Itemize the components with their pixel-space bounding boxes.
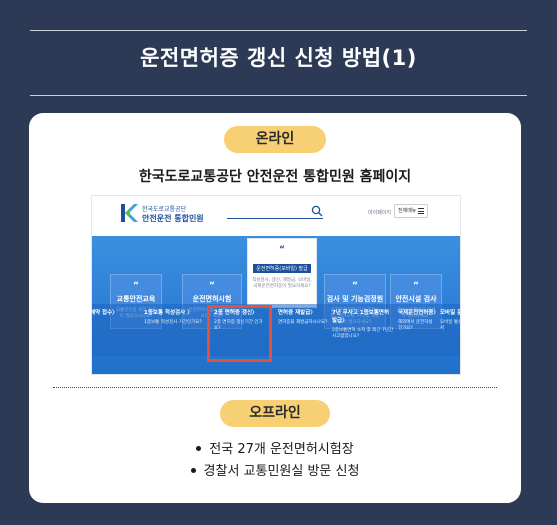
quick-menu-item[interactable]: 면허증 재발급〉 면허증을 재발급하시나요?	[278, 308, 328, 326]
hamburger-icon	[418, 208, 424, 214]
quick-menu-item[interactable]: 7년 무사고 1종보통면허 발급〉 2종보통면허 소지 후 최근 7년간 사고없…	[332, 308, 394, 340]
offline-list: 전국 27개 운전면허시험장 경찰서 교통민원실 방문 신청	[29, 439, 521, 483]
quick-menu-item[interactable]: 국제운전면허증〉 해외에서 운전하실 건가요?	[398, 308, 439, 332]
quick-menu-title: 예약 접수〉	[91, 310, 118, 316]
quick-menu-desc: 면허증을 재발급하시나요?	[278, 320, 328, 325]
list-item-text: 전국 27개 운전면허시험장	[209, 442, 354, 457]
site-title: 한국도로교통공단 안전운전 통합민원 홈페이지	[138, 169, 412, 185]
tile-tag: 운전면허증(모바일) 발급	[253, 264, 311, 273]
quick-menu-item[interactable]: 1종보통 적성검사 〉 1종보통 적성검사 기간인가요?	[144, 308, 202, 326]
bullet-icon	[196, 446, 202, 451]
quick-menu-desc: 1종보통 적성검사 기간인가요?	[144, 320, 202, 325]
koroad-logo-icon	[121, 204, 138, 222]
mypage-link[interactable]: 마이페이지	[368, 210, 392, 216]
quick-menu-strip	[92, 304, 460, 356]
total-menu-label: 전체메뉴	[398, 208, 417, 214]
quote-icon: “	[133, 281, 139, 291]
quote-icon: “	[279, 245, 285, 255]
total-menu-button[interactable]: 전체메뉴	[394, 204, 428, 218]
tile-title: 교통안전교육	[116, 295, 156, 303]
quick-menu-item[interactable]: 예약 접수〉	[91, 308, 118, 320]
quote-icon: “	[209, 281, 215, 291]
quick-menu-title: 1종보통 적성검사 〉	[144, 310, 193, 316]
title-divider	[30, 95, 527, 96]
online-badge: 온라인	[224, 126, 326, 153]
quick-menu-desc: 해외에서 운전하실 건가요?	[398, 320, 433, 331]
tile-license-issue[interactable]: “ 운전면허증(모바일) 발급 적성검사, 갱신, 재발급, 모바일, 국제운전…	[247, 238, 317, 308]
list-item-text: 경찰서 교통민원실 방문 신청	[203, 464, 360, 479]
quick-menu-title: 7년 무사고 1종보통면허 발급〉	[332, 310, 390, 324]
quick-menu-title: 국제운전면허증〉	[398, 310, 439, 316]
offline-badge: 오프라인	[220, 400, 330, 427]
quick-menu-item[interactable]: 모바일 운전 모바일 통신에서	[440, 308, 460, 332]
top-divider	[30, 30, 527, 31]
tile-title: 운전면허시험	[192, 295, 232, 303]
page-title: 운전면허증 갱신 신청 방법(1)	[140, 46, 417, 70]
quick-menu-desc: 2종보통면허 소지 후 최근 7년간 사고없었나요?	[332, 328, 394, 339]
search-icon[interactable]	[311, 205, 323, 217]
logo-service-name: 안전운전 통합민원	[142, 214, 204, 223]
website-screenshot: 한국도로교통공단 안전운전 통합민원 마이페이지 전체메뉴 “ 교통안전교육 교…	[91, 195, 461, 375]
quick-menu-desc: 2종 면허증 갱신기간 인가요?	[214, 320, 263, 331]
search-input[interactable]	[227, 218, 323, 219]
quote-icon: “	[413, 281, 419, 291]
list-item: 전국 27개 운전면허시험장	[29, 439, 521, 461]
list-item: 경찰서 교통민원실 방문 신청	[29, 461, 521, 483]
tile-title: 안전시설 검사	[395, 295, 437, 303]
quick-menu-title: 모바일 운전	[440, 310, 460, 316]
section-divider	[53, 387, 497, 388]
quick-menu-title: 2종 면허증 갱신〉	[214, 310, 258, 316]
content-card: 온라인 한국도로교통공단 안전운전 통합민원 홈페이지 한국도로교통공단 안전운…	[29, 113, 521, 503]
site-header: 한국도로교통공단 안전운전 통합민원 마이페이지 전체메뉴	[92, 196, 460, 236]
quick-menu-desc: 모바일 통신에서	[440, 320, 460, 331]
logo-org-name: 한국도로교통공단	[142, 206, 187, 213]
quick-menu-item-license-renewal[interactable]: 2종 면허증 갱신〉 2종 면허증 갱신기간 인가요?	[214, 308, 268, 332]
tile-title: 검사 및 기능검정원	[326, 295, 384, 303]
bullet-icon	[190, 468, 196, 473]
tile-desc: 적성검사, 갱신, 재발급, 모바일, 국제운전면허증이 필요하세요?	[252, 278, 312, 289]
quote-icon: “	[352, 281, 358, 291]
highlight-box	[207, 305, 272, 362]
quick-menu-title: 면허증 재발급〉	[278, 310, 316, 316]
